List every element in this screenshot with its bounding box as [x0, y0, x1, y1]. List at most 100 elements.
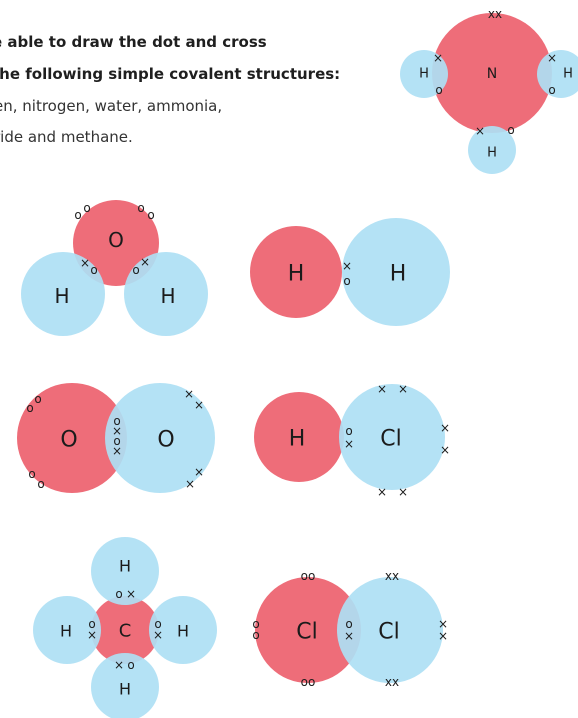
hydrogen-symbol: H [54, 284, 69, 308]
electron-cross: × [377, 485, 387, 499]
electron-dot: o [252, 628, 259, 642]
oxygen-atom-left [17, 383, 127, 493]
chlorine-atom-right [337, 577, 443, 683]
hydrogen-atom-right [149, 596, 217, 664]
electron-cross: × [344, 629, 354, 643]
electron-cross: × [185, 477, 195, 491]
electron-cross: × [126, 587, 136, 601]
hydrogen-chloride-diagram: H Cl o × × × × × × × [254, 382, 450, 499]
objective-line-2: the following simple covalent structures… [0, 65, 341, 83]
lone-pair-cross: xx [385, 569, 399, 583]
electron-dot: o [115, 587, 122, 601]
electron-cross: × [140, 255, 150, 269]
electron-dot: o [137, 201, 144, 215]
electron-cross: × [440, 421, 450, 435]
oxygen-symbol: O [157, 428, 174, 453]
lone-pair-dots: oo [301, 675, 316, 689]
electron-cross: × [114, 658, 124, 672]
ammonia-diagram: N H H H xx × o × o × o [400, 7, 578, 174]
electron-cross: × [398, 485, 408, 499]
electron-dot: o [548, 83, 555, 97]
electron-dot: o [28, 467, 35, 481]
hydrogen-symbol: H [289, 427, 306, 452]
hydrogen-symbol: H [563, 67, 573, 82]
hydrogen-symbol: H [60, 622, 72, 641]
electron-dot: o [147, 208, 154, 222]
electron-cross: × [194, 398, 204, 412]
electron-dot: o [252, 617, 259, 631]
electron-cross: × [433, 51, 443, 65]
objective-line-3: en, nitrogen, water, ammonia, [0, 97, 223, 115]
carbon-symbol: C [119, 621, 132, 642]
objective-line-4: ride and methane. [0, 128, 133, 146]
electron-dot: o [154, 617, 161, 631]
electron-dot: o [127, 658, 134, 672]
electron-cross: × [194, 465, 204, 479]
electron-cross: × [438, 617, 448, 631]
hydrogen-symbol: H [119, 680, 131, 699]
objective-line-1: e able to draw the dot and cross [0, 33, 267, 51]
chlorine-symbol: Cl [378, 620, 399, 645]
electron-cross: × [87, 628, 97, 642]
electron-dot: o [37, 477, 44, 491]
electron-cross: × [547, 51, 557, 65]
electron-cross: × [377, 382, 387, 396]
electron-dot: o [507, 123, 514, 137]
hydrogen-symbol: H [487, 146, 497, 161]
lone-pair-cross: xx [488, 7, 502, 21]
hydrogen-atom-right [537, 50, 578, 98]
learning-objective-text: e able to draw the dot and cross the fol… [0, 0, 400, 170]
electron-cross: × [475, 124, 485, 138]
hydrogen-atom-right [124, 252, 208, 336]
hydrogen-atom-bottom [91, 653, 159, 718]
hydrogen-atom-left [21, 252, 105, 336]
hydrogen-atom-left [33, 596, 101, 664]
hydrogen-atom-bottom [468, 126, 516, 174]
electron-cross: × [440, 443, 450, 457]
lone-pair-dots: oo [301, 569, 316, 583]
lone-pair-cross: xx [385, 675, 399, 689]
electron-cross: × [398, 382, 408, 396]
hydrogen-atom-top [91, 537, 159, 605]
nitrogen-symbol: N [487, 66, 497, 82]
carbon-atom [91, 596, 159, 664]
electron-dot: o [345, 617, 352, 631]
electron-dot: o [83, 201, 90, 215]
hydrogen-atom-right [342, 218, 450, 326]
hydrogen-atom [254, 392, 344, 482]
electron-dot: o [74, 208, 81, 222]
electron-cross: × [153, 628, 163, 642]
electron-cross: × [438, 629, 448, 643]
electron-cross: × [112, 424, 122, 438]
hydrogen-atom-left [250, 226, 342, 318]
electron-cross: × [342, 259, 352, 273]
electron-dot: o [88, 617, 95, 631]
electron-dot: o [26, 401, 33, 415]
oxygen-symbol: O [60, 428, 77, 453]
oxygen-atom-right [105, 383, 215, 493]
chlorine-symbol: Cl [380, 427, 401, 452]
electron-cross: × [80, 256, 90, 270]
hydrogen-symbol: H [288, 262, 305, 287]
oxygen-symbol: O [108, 228, 124, 252]
hydrogen-symbol: H [419, 67, 429, 82]
electron-dot: o [90, 263, 97, 277]
methane-diagram: C H H H H o × o × o × × o [33, 537, 217, 718]
electron-cross: × [112, 444, 122, 458]
chlorine-atom-left [255, 577, 361, 683]
electron-cross: × [184, 387, 194, 401]
electron-dot: o [34, 392, 41, 406]
hydrogen-symbol: H [390, 262, 407, 287]
hydrogen-symbol: H [177, 622, 189, 641]
nitrogen-atom [432, 13, 552, 133]
hydrogen-symbol: H [119, 557, 131, 576]
electron-cross: × [344, 437, 354, 451]
electron-dot: o [113, 414, 120, 428]
chlorine-molecule-diagram: Cl Cl oo oo o o o × xx xx × × [252, 569, 448, 689]
chlorine-symbol: Cl [296, 620, 317, 645]
hydrogen-symbol: H [160, 284, 175, 308]
oxygen-molecule-diagram: O O o o o o o × o × × × × × [17, 383, 215, 493]
hydrogen-atom-left [400, 50, 448, 98]
electron-dot: o [343, 274, 350, 288]
